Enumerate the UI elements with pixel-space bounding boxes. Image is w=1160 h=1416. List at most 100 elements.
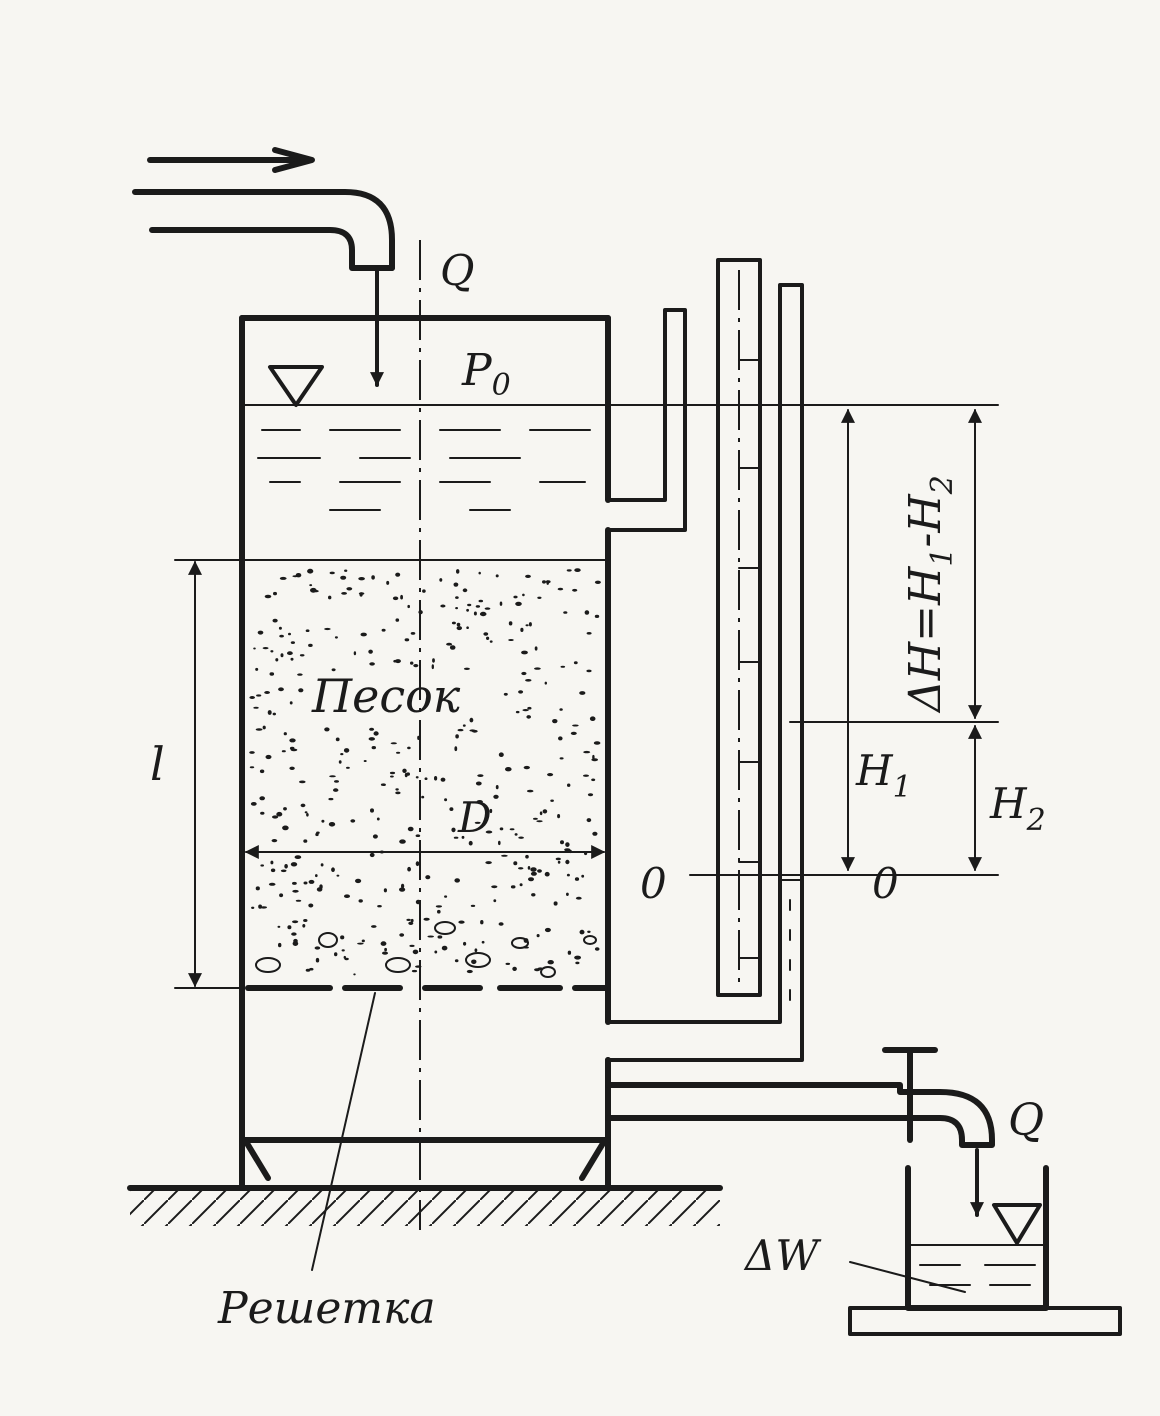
outlet-pipe (605, 1047, 995, 1148)
inlet-pipe (132, 189, 395, 271)
sand-grain (480, 920, 484, 925)
inflow-direction-arrow (147, 147, 315, 173)
sand-grain (407, 746, 411, 750)
sand-grain (249, 751, 255, 754)
sand-grain (514, 833, 518, 836)
sand-particles (249, 568, 601, 976)
sand-grain (390, 742, 397, 745)
sand-grain (371, 746, 376, 750)
sand-grain (270, 860, 274, 865)
sand-grain (592, 754, 595, 760)
sand-grain (277, 925, 281, 928)
h1-label: H1 (855, 746, 912, 805)
sand-grain (557, 814, 561, 819)
sand-grain (281, 750, 286, 753)
sand-grain (396, 751, 401, 754)
sand-grain (341, 592, 347, 595)
sand-grain (498, 752, 504, 757)
sand-grain (331, 668, 336, 672)
sand-grain (446, 642, 453, 646)
sand-grain (289, 766, 295, 770)
sand-grain (360, 632, 367, 637)
sand-grain (537, 596, 542, 599)
sand-grain (264, 691, 270, 694)
sand-grain (255, 886, 260, 891)
sand-grain (444, 895, 448, 898)
sand-grain (579, 691, 586, 695)
sand-grain (315, 874, 318, 878)
sand-grain (395, 618, 400, 622)
sand-grain (407, 604, 411, 609)
sand-grain (583, 750, 591, 754)
sand-grain (344, 894, 350, 898)
sand-grain (521, 671, 527, 676)
sand-grain (586, 669, 592, 673)
sand-grain (279, 634, 284, 638)
pressure-label: P0 (461, 345, 511, 403)
sand-grain (570, 731, 577, 736)
sand-grain (361, 939, 365, 943)
sand-grain (534, 667, 541, 670)
sand-grain (290, 657, 294, 661)
sand-grain (407, 826, 414, 832)
sand-grain (380, 783, 386, 786)
sand-grain (393, 659, 398, 663)
sand-grain (262, 725, 266, 730)
sand-grain (495, 574, 499, 578)
sand-grain (303, 839, 308, 843)
sand-grain (389, 771, 396, 775)
sand-grain (525, 624, 529, 627)
sand-grain (463, 667, 470, 670)
sand-grain (395, 572, 401, 577)
sand-grain (411, 969, 418, 973)
sand-grain (299, 780, 306, 784)
sand-grain (591, 778, 596, 782)
sand-grain (415, 834, 421, 837)
sand-grain (509, 828, 515, 831)
sand-grain (333, 788, 339, 792)
sand-grain (321, 819, 325, 823)
sand-grain (423, 917, 430, 921)
sand-grain (418, 610, 423, 615)
sand-grain (536, 820, 543, 823)
sand-grain (534, 968, 541, 972)
sand-grain (371, 575, 375, 580)
sand-grain (279, 576, 287, 580)
sand-grain (461, 835, 465, 839)
sand-grain (272, 618, 278, 623)
sand-grain (522, 593, 525, 597)
sand-grain (525, 574, 531, 579)
sand-grain (304, 811, 308, 814)
sand-grain (566, 873, 570, 877)
sand-grain (471, 729, 478, 733)
sand-grain (251, 906, 255, 909)
sand-grain (586, 632, 592, 635)
sand-grain (357, 942, 364, 945)
sand-grain (264, 594, 272, 599)
sand-grain (278, 687, 284, 692)
sand-grain (358, 592, 365, 595)
sand-grain (467, 603, 472, 607)
sand-grain (553, 901, 558, 906)
sand-grain (499, 601, 503, 606)
sand-grain (350, 819, 356, 823)
sand-grain (258, 904, 262, 909)
sand-grain (355, 878, 362, 884)
sand-grain (526, 715, 531, 719)
sand-grain (260, 864, 265, 867)
sand-grain (422, 589, 426, 593)
sand-grain (363, 760, 367, 762)
sand-grain (479, 611, 487, 617)
sand-grain (417, 735, 420, 741)
sand-grain (291, 932, 297, 936)
sand-grain (539, 811, 543, 816)
reference-lines (689, 721, 999, 876)
sand-grain (440, 604, 446, 608)
sand-grain (525, 854, 529, 859)
sand-grain (287, 651, 293, 656)
sand-grain (384, 947, 387, 952)
sand-grain (424, 777, 428, 780)
sand-grain (334, 780, 339, 783)
sand-grain (329, 571, 335, 575)
sand-grain (328, 595, 332, 600)
